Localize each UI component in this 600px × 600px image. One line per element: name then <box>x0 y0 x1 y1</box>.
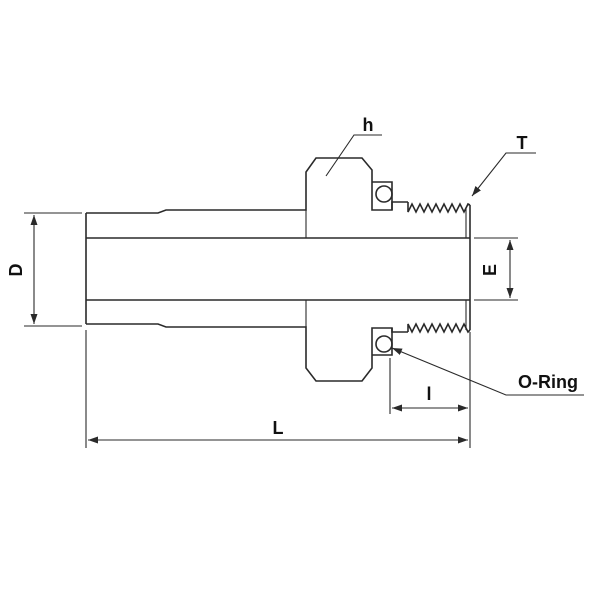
dimension-l-total: L <box>85 330 471 448</box>
o-ring-lower <box>372 328 393 356</box>
d-label: D <box>6 264 26 277</box>
l-total-label: L <box>273 418 284 438</box>
e-label: E <box>480 264 500 276</box>
upper-groove <box>372 181 393 210</box>
leader-h: h <box>325 115 382 177</box>
o-ring-upper <box>372 181 393 210</box>
threads <box>407 202 471 334</box>
h-label: h <box>363 115 374 135</box>
fitting-body <box>85 157 471 382</box>
lower-o-ring <box>375 335 393 353</box>
dimension-e: E <box>474 237 518 301</box>
dimension-d: D <box>6 212 82 327</box>
leader-t: T <box>471 133 536 197</box>
t-leader-line <box>471 152 536 197</box>
l-thread-label: l <box>426 384 431 404</box>
lower-outer-contour <box>86 323 408 382</box>
upper-outer-contour <box>86 157 408 214</box>
o-ring-label: O-Ring <box>518 372 578 392</box>
t-label: T <box>517 133 528 153</box>
dimension-l-thread: l <box>389 358 468 414</box>
upper-o-ring <box>375 185 393 203</box>
upper-thread <box>407 202 471 214</box>
h-leader-line <box>325 134 382 177</box>
o-ring-leader-line <box>391 347 584 396</box>
leader-o-ring: O-Ring <box>391 347 584 396</box>
lower-thread <box>407 322 471 334</box>
